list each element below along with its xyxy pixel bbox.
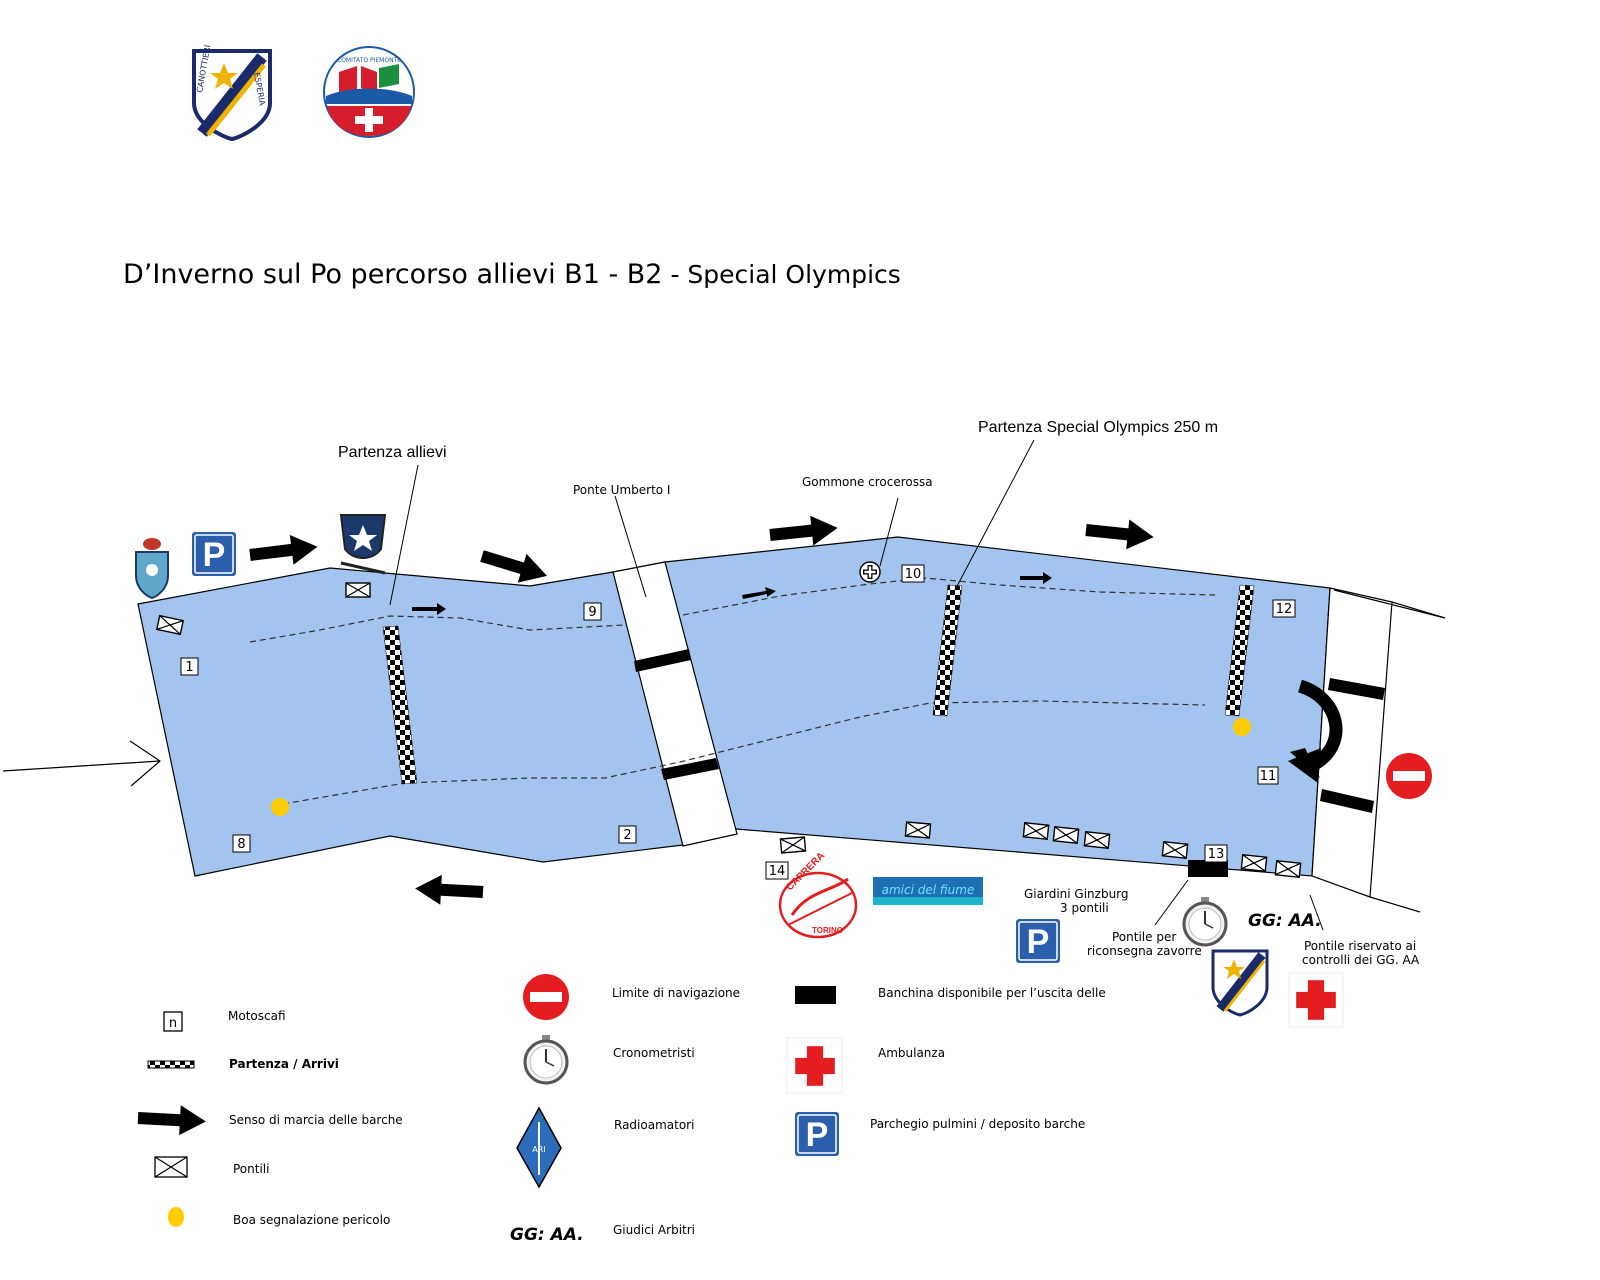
legend-boa-label: Boa segnalazione pericolo bbox=[233, 1213, 390, 1227]
motoscafo-11: 11 bbox=[1257, 766, 1279, 785]
svg-text:11: 11 bbox=[1260, 769, 1277, 784]
legend-banchina: Banchina disponibile per l’uscita delle bbox=[795, 986, 1106, 1004]
page-title: D’Inverno sul Po percorso allievi B1 - B… bbox=[123, 259, 901, 290]
entry-arrow bbox=[2, 740, 161, 787]
svg-text:10: 10 bbox=[905, 567, 922, 582]
label-partenza-special: Partenza Special Olympics 250 m bbox=[978, 419, 1218, 436]
legend-parcheggio-label: Parchegio pulmini / deposito barche bbox=[870, 1117, 1085, 1131]
legend-pontili-label: Pontili bbox=[233, 1162, 269, 1176]
start-finish-lines bbox=[382, 584, 1255, 785]
svg-text:13: 13 bbox=[1208, 847, 1225, 862]
motoscafo-14: 14 bbox=[765, 861, 789, 880]
label-giardini-1: Giardini Ginzburg bbox=[1024, 887, 1129, 901]
legend-boa: Boa segnalazione pericolo bbox=[168, 1207, 390, 1227]
motoscafo-10: 10 bbox=[901, 564, 925, 583]
amici-del-fiume-logo: amici del fiume bbox=[873, 877, 983, 905]
legend-partenza-label: Partenza / Arrivi bbox=[229, 1057, 339, 1071]
label-gommone: Gommone crocerossa bbox=[802, 475, 933, 489]
legend-ambulanza-label: Ambulanza bbox=[878, 1046, 945, 1060]
svg-text:1: 1 bbox=[185, 660, 193, 675]
banchine bbox=[634, 649, 1385, 877]
police-crest-icon bbox=[135, 538, 169, 600]
leader-lines bbox=[389, 439, 1324, 931]
svg-text:8: 8 bbox=[237, 837, 245, 852]
label-pontile-per-2: riconsegna zavorre bbox=[1087, 944, 1202, 958]
legend-senso-label: Senso di marcia delle barche bbox=[229, 1113, 403, 1127]
legend-parcheggio: Parchegio pulmini / deposito barche bbox=[794, 1111, 1085, 1157]
caprera-torino-logo: CAPRERA TORINO bbox=[778, 850, 858, 939]
legend-motoscafi-label: Motoscafi bbox=[228, 1009, 286, 1023]
legend: n Motoscafi Partenza / Arrivi Senso di m… bbox=[137, 974, 1106, 1245]
legend-cronometristi: Cronometristi bbox=[523, 1033, 695, 1085]
motoscafo-13: 13 bbox=[1204, 844, 1228, 863]
label-ponte-umberto: Ponte Umberto I bbox=[573, 483, 670, 497]
motoscafo-8: 8 bbox=[232, 834, 251, 853]
parking-icon bbox=[191, 531, 237, 577]
canottieri-flag-icon bbox=[339, 514, 387, 575]
legend-senso: Senso di marcia delle barche bbox=[137, 1103, 403, 1137]
legend-pontili: Pontili bbox=[154, 1156, 269, 1178]
esperia-logo: CANOTTIERI ESPERIA bbox=[192, 44, 272, 142]
label-pontile-per-1: Pontile per bbox=[1112, 930, 1176, 944]
motoscafo-9: 9 bbox=[583, 602, 602, 621]
legend-giudici: GG: AA. Giudici Arbitri bbox=[510, 1223, 695, 1245]
legend-n-symbol: n bbox=[169, 1016, 177, 1031]
legend-giudici-label: Giudici Arbitri bbox=[613, 1223, 695, 1237]
legend-radioamatori: ARI Radioamatori bbox=[516, 1106, 694, 1189]
comitato-text: COMITATO PIEMONTE bbox=[337, 57, 401, 64]
title-main: D’Inverno sul Po percorso allievi B1 - B… bbox=[123, 259, 663, 290]
amici-text: amici del fiume bbox=[882, 883, 975, 897]
label-gg-aa-map: GG: AA. bbox=[1248, 911, 1322, 931]
buoy bbox=[271, 798, 289, 816]
legend-ambulanza: Ambulanza bbox=[786, 1037, 945, 1094]
gommone-crocerossa-icon bbox=[859, 561, 881, 583]
u-turn-arrow bbox=[1288, 679, 1343, 783]
legend-banchina-label: Banchina disponibile per l’uscita delle bbox=[878, 986, 1106, 1000]
svg-text:2: 2 bbox=[623, 828, 631, 843]
red-cross-icon bbox=[1288, 972, 1344, 1028]
legend-limite-label: Limite di navigazione bbox=[612, 986, 740, 1000]
legend-partenza-arrivi: Partenza / Arrivi bbox=[147, 1057, 339, 1071]
ponte-umberto-bridge bbox=[612, 561, 738, 847]
esperia-small-logo bbox=[1211, 949, 1269, 1017]
small-direction-arrows bbox=[412, 572, 1052, 615]
start-line-allievi bbox=[382, 625, 418, 785]
legend-limite: Limite di navigazione bbox=[523, 974, 740, 1020]
caprera-text: CAPRERA bbox=[784, 850, 827, 893]
motoscafi-markers: 1 2 8 9 10 11 12 13 14 bbox=[180, 564, 1296, 880]
parking-icon bbox=[1015, 918, 1061, 964]
torino-text: TORINO bbox=[812, 926, 843, 935]
label-pontile-riservato-1: Pontile riservato ai bbox=[1304, 939, 1416, 953]
stopwatch-icon bbox=[1182, 895, 1228, 947]
svg-text:12: 12 bbox=[1276, 602, 1293, 617]
motoscafo-12: 12 bbox=[1272, 599, 1296, 618]
svg-text:9: 9 bbox=[588, 605, 596, 620]
legend-gg-symbol: GG: AA. bbox=[510, 1225, 584, 1245]
legend-motoscafi: n Motoscafi bbox=[163, 1009, 286, 1032]
legend-radio-label: Radioamatori bbox=[614, 1118, 694, 1132]
motoscafo-1: 1 bbox=[180, 657, 199, 676]
finish-line-12 bbox=[1224, 584, 1255, 717]
radio-letters: ARI bbox=[532, 1145, 545, 1154]
comitato-piemonte-logo: COMITATO PIEMONTE bbox=[323, 46, 415, 138]
no-entry-icon bbox=[1386, 753, 1432, 799]
label-giardini-2: 3 pontili bbox=[1060, 901, 1109, 915]
legend-crono-label: Cronometristi bbox=[613, 1046, 695, 1060]
motoscafo-2: 2 bbox=[618, 825, 637, 844]
label-partenza-allievi: Partenza allievi bbox=[338, 444, 447, 461]
course-lines bbox=[249, 577, 1216, 805]
buoy bbox=[1233, 718, 1251, 736]
svg-text:14: 14 bbox=[769, 864, 786, 879]
label-pontile-riservato-2: controlli dei GG. AA bbox=[1302, 953, 1420, 967]
title-suffix: - Special Olympics bbox=[663, 260, 901, 289]
